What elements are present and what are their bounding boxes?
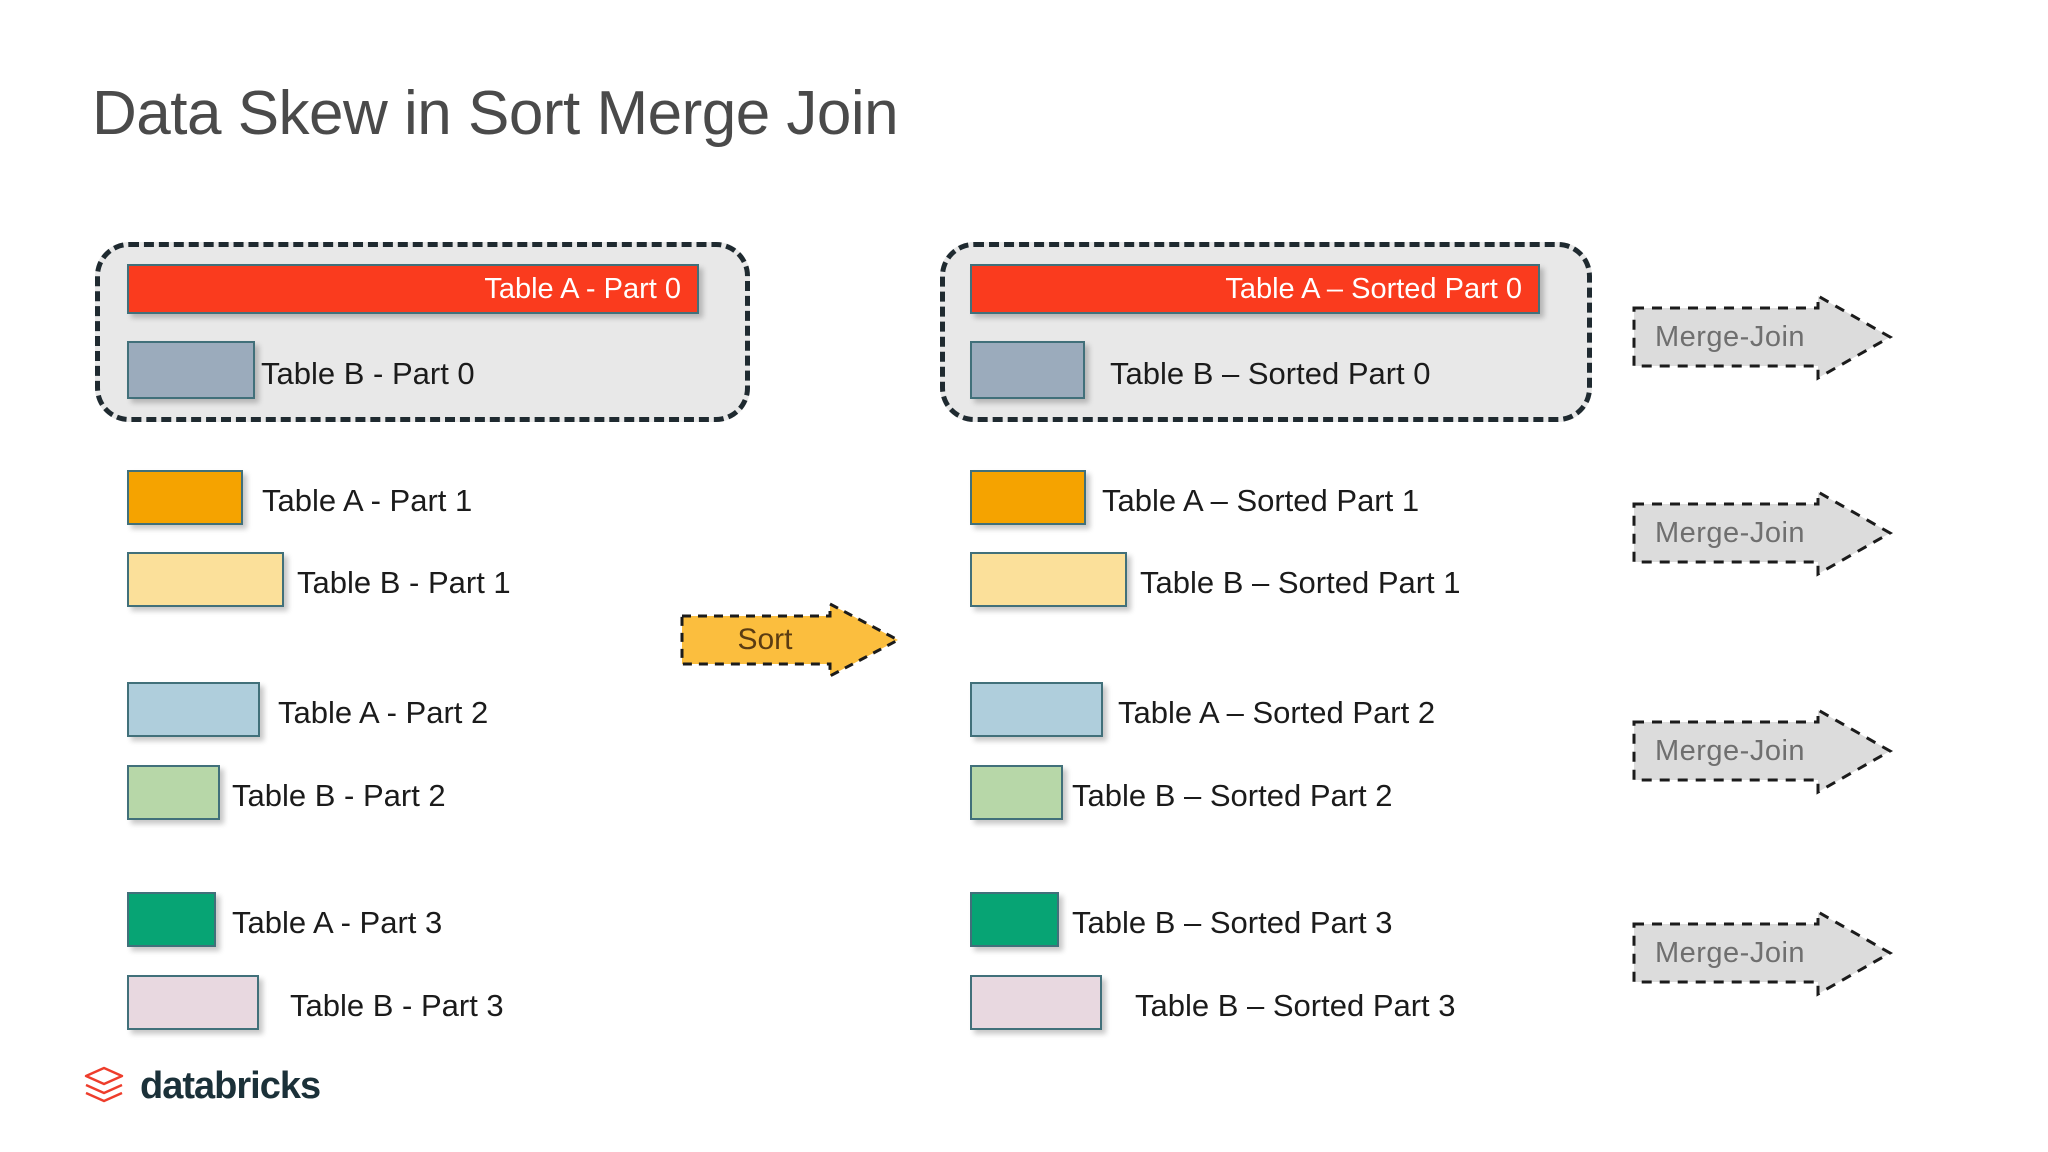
label-left-b-0: Table B - Part 0 <box>261 356 475 391</box>
databricks-wordmark: databricks <box>140 1064 321 1107</box>
label-left-a-1: Table A - Part 1 <box>262 483 473 518</box>
bar-left-b-3 <box>127 975 259 1030</box>
bar-right-a-2 <box>970 682 1103 737</box>
label-left-a-2: Table A - Part 2 <box>278 695 489 730</box>
merge-join-arrow-3[interactable]: Merge-Join <box>1632 909 1894 997</box>
page-title: Data Skew in Sort Merge Join <box>92 79 899 148</box>
label-left-b-3: Table B - Part 3 <box>290 988 504 1023</box>
label-right-b-2: Table B – Sorted Part 2 <box>1072 778 1393 813</box>
merge-join-arrow-1-label: Merge-Join <box>1654 516 1806 549</box>
label-right-b-3: Table B – Sorted Part 3 <box>1135 988 1456 1023</box>
label-right-b-1: Table B – Sorted Part 1 <box>1140 565 1461 600</box>
databricks-logo: databricks <box>82 1064 321 1108</box>
bar-left-b-2 <box>127 765 220 820</box>
label-right-a-2: Table A – Sorted Part 2 <box>1118 695 1436 730</box>
bar-left-b-0 <box>127 341 255 399</box>
merge-join-arrow-2[interactable]: Merge-Join <box>1632 707 1894 795</box>
bar-left-a-1 <box>127 470 243 525</box>
merge-join-arrow-0[interactable]: Merge-Join <box>1632 293 1894 381</box>
bar-right-b-0 <box>970 341 1085 399</box>
bar-right-a-3 <box>970 892 1059 947</box>
merge-join-arrow-2-label: Merge-Join <box>1654 734 1806 767</box>
label-left-b-1: Table B - Part 1 <box>297 565 511 600</box>
sort-arrow[interactable]: Sort <box>680 601 902 679</box>
bar-right-b-1 <box>970 552 1127 607</box>
bar-left-a-3 <box>127 892 216 947</box>
bar-left-a-0: Table A - Part 0 <box>127 264 699 314</box>
bar-right-b-3 <box>970 975 1102 1030</box>
merge-join-arrow-3-label: Merge-Join <box>1654 936 1806 969</box>
bar-right-a-0: Table A – Sorted Part 0 <box>970 264 1540 314</box>
merge-join-arrow-0-label: Merge-Join <box>1654 320 1806 353</box>
label-right-a-1: Table A – Sorted Part 1 <box>1102 483 1420 518</box>
bar-left-a-0-label: Table A - Part 0 <box>484 272 681 305</box>
label-right-a-3: Table B – Sorted Part 3 <box>1072 905 1393 940</box>
bar-right-b-2 <box>970 765 1063 820</box>
label-left-a-3: Table A - Part 3 <box>232 905 443 940</box>
label-left-b-2: Table B - Part 2 <box>232 778 446 813</box>
bar-right-a-0-label: Table A – Sorted Part 0 <box>1225 272 1522 305</box>
bar-left-b-1 <box>127 552 284 607</box>
merge-join-arrow-1[interactable]: Merge-Join <box>1632 489 1894 577</box>
bar-right-a-1 <box>970 470 1086 525</box>
sort-arrow-label: Sort <box>737 623 793 656</box>
label-right-b-0: Table B – Sorted Part 0 <box>1110 356 1431 391</box>
bar-left-a-2 <box>127 682 260 737</box>
databricks-stack-icon <box>82 1064 126 1108</box>
